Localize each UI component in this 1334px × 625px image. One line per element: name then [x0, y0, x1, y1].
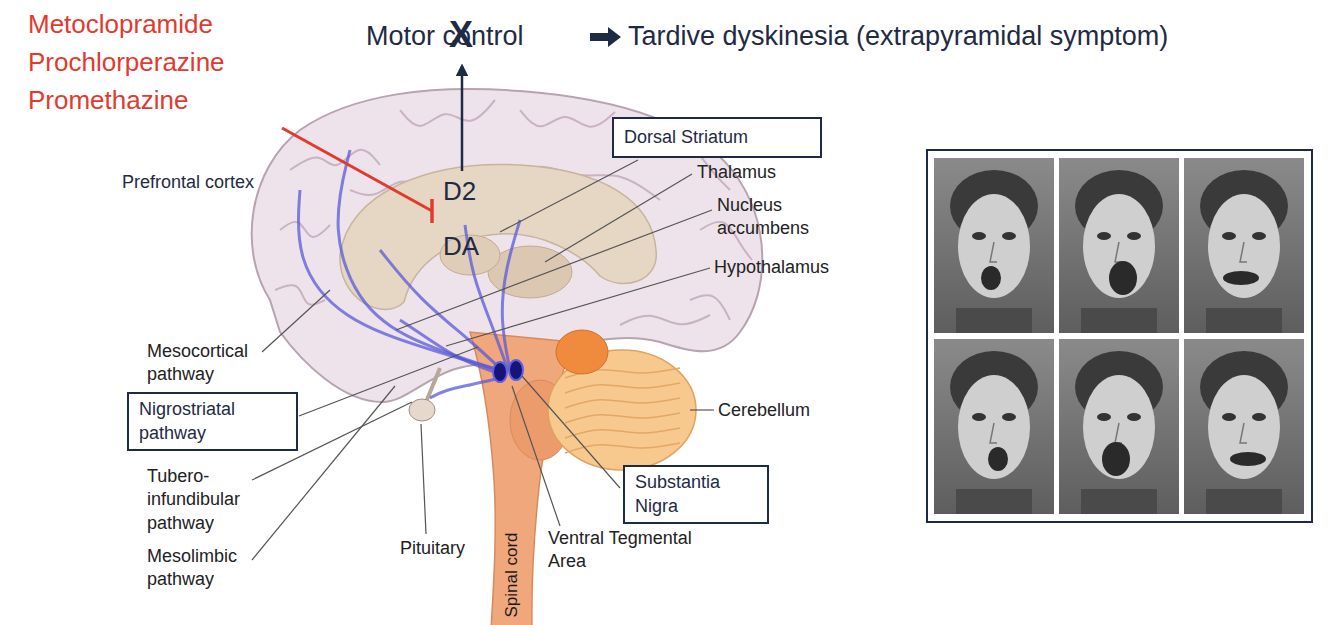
- pituitary-shape: [409, 399, 435, 421]
- leader-line: [522, 376, 620, 488]
- patient-photo: [1059, 158, 1179, 333]
- patient-photos: [934, 158, 1304, 514]
- leader-line: [500, 160, 638, 232]
- structure-label: Tubero- infundibular pathway: [147, 465, 259, 535]
- leader-line: [512, 386, 560, 526]
- folia-line: [565, 413, 680, 423]
- structure-label: Nucleus accumbens: [717, 194, 829, 241]
- leader-line: [299, 347, 478, 416]
- structure-label-vertical: Spinal cord: [503, 532, 520, 617]
- label-box: Substantia Nigra: [623, 465, 769, 524]
- inhibition-line: [282, 128, 432, 211]
- folia-line: [565, 383, 680, 393]
- folia-line: [565, 428, 680, 438]
- structure-label: DA: [443, 230, 479, 264]
- gyrus-line: [400, 100, 495, 126]
- structure-label: Tardive dyskinesia (extrapyramidal sympt…: [628, 19, 1168, 54]
- cerebellum-folia: [565, 368, 680, 453]
- patient-photo: [934, 339, 1054, 514]
- patient-photo: [1059, 339, 1179, 514]
- label-box: Dorsal Striatum: [612, 117, 822, 158]
- leader-line: [545, 174, 692, 262]
- nucleus-dot: [493, 362, 507, 382]
- cerebrum-shape: [252, 89, 763, 402]
- patient-photo: [1184, 339, 1304, 514]
- structure-label: Mesocortical pathway: [147, 340, 272, 387]
- structure-label: Thalamus: [697, 161, 776, 184]
- pathway-line: [430, 378, 500, 398]
- gyrus-line: [620, 315, 710, 325]
- drug-name: Promethazine: [28, 84, 188, 118]
- brainstem-shape: [470, 332, 572, 625]
- leader-line: [446, 268, 710, 346]
- gyrus-line: [520, 110, 615, 127]
- structure-label: D2: [443, 175, 476, 209]
- structure-label: Prefrontal cortex: [122, 171, 254, 194]
- drug-name: Prochlorperazine: [28, 46, 225, 80]
- gyrus-line: [690, 295, 730, 320]
- structure-label: Hypothalamus: [714, 256, 829, 279]
- pathway-line: [338, 150, 505, 372]
- signal-arrow: [461, 66, 464, 171]
- label-box: Nigrostriatal pathway: [127, 392, 298, 451]
- pathway-line: [400, 320, 503, 375]
- box-label: Nigrostriatal pathway: [139, 398, 286, 445]
- structure-label: Motor control: [366, 19, 524, 54]
- gyri-lines: [275, 100, 752, 325]
- photo-panel: [927, 150, 1312, 522]
- box-label: Substantia Nigra: [635, 471, 757, 518]
- gyrus-line: [290, 150, 380, 170]
- patient-photo: [934, 158, 1054, 333]
- inhibition-bar: [430, 199, 434, 223]
- tectum-shape: [556, 330, 608, 374]
- result-arrow: [590, 27, 621, 47]
- structure-label: Ventral Tegmental Area: [548, 527, 708, 574]
- dopamine-pathways: [298, 150, 520, 398]
- box-label: Dorsal Striatum: [624, 126, 748, 149]
- leader-line: [396, 210, 712, 330]
- structure-label: Cerebellum: [718, 399, 810, 422]
- leader-line: [690, 409, 714, 410]
- drug-name: Metoclopramide: [28, 8, 213, 42]
- leader-line: [262, 290, 330, 352]
- structure-label: Mesolimbic pathway: [147, 545, 259, 592]
- patient-photo: [1184, 158, 1304, 333]
- nucleus-dot: [509, 360, 523, 380]
- folia-line: [565, 398, 680, 408]
- gyrus-line: [280, 222, 330, 237]
- structure-label: Pituitary: [400, 537, 465, 560]
- pathway-line: [502, 220, 520, 370]
- leader-line: [421, 424, 426, 534]
- structure-label: X: [449, 12, 473, 59]
